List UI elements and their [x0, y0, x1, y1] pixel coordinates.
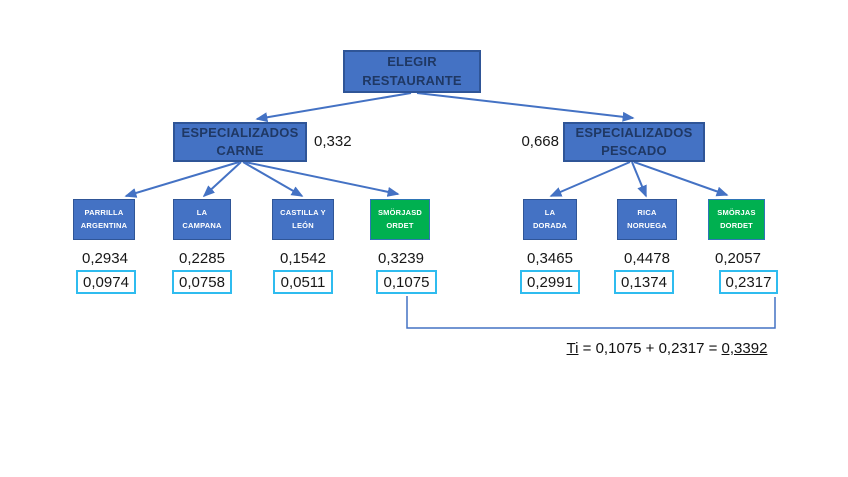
leaf-probability: 0,2285 — [179, 250, 225, 267]
leaf-value-box: 0,1374 — [614, 270, 674, 294]
branch-probability-carne: 0,332 — [314, 133, 352, 150]
leaf-value-box: 0,0974 — [76, 270, 136, 294]
leaf-node-parrilla-argentina: PARRILLA ARGENTINA — [73, 199, 135, 240]
leaf-probability: 0,3239 — [378, 250, 424, 267]
leaf-node-la-dorada: LA DORADA — [523, 199, 577, 240]
leaf-value-box: 0,0758 — [172, 270, 232, 294]
leaf-node-rica-noruega: RICA NORUEGA — [617, 199, 677, 240]
formula-result: 0,3392 — [721, 340, 768, 357]
leaf-node-smorjas-dordet: SMÖRJAS DORDET — [708, 199, 765, 240]
leaf-node-smorjasd-ordet: SMÖRJASD ORDET — [370, 199, 430, 240]
formula-term: Ti — [566, 340, 579, 357]
leaf-value-box: 0,2991 — [520, 270, 580, 294]
branch-node-pescado: ESPECIALIZADOS PESCADO — [563, 122, 705, 162]
leaf-node-castilla-y-leon: CASTILLA Y LEÓN — [272, 199, 334, 240]
branch-node-carne: ESPECIALIZADOS CARNE — [173, 122, 307, 162]
leaf-probability: 0,3465 — [527, 250, 573, 267]
formula-middle: = 0,1075 + 0,2317 = — [578, 340, 722, 357]
root-node: ELEGIR RESTAURANTE — [343, 50, 481, 93]
leaf-node-la-campana: LA CAMPANA — [173, 199, 231, 240]
leaf-value-box-highlight-left: 0,1075 — [376, 270, 437, 294]
leaf-probability: 0,2934 — [82, 250, 128, 267]
branch-probability-pescado: 0,668 — [521, 133, 559, 150]
leaf-value-box-highlight-right: 0,2317 — [719, 270, 778, 294]
leaf-probability: 0,4478 — [624, 250, 670, 267]
sum-formula: Ti = 0,1075 + 0,2317 = 0,3392 — [552, 340, 782, 357]
leaf-probability: 0,2057 — [715, 250, 761, 267]
leaf-probability: 0,1542 — [280, 250, 326, 267]
leaf-value-box: 0,0511 — [273, 270, 333, 294]
